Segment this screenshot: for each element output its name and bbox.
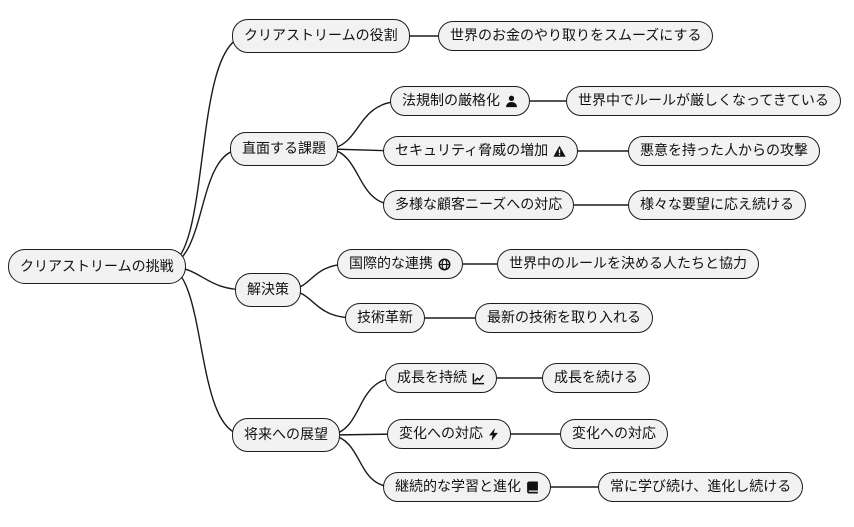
node-label: 世界のお金のやり取りをスムーズにする xyxy=(450,28,702,44)
node-innovation-desc: 最新の技術を取り入れる xyxy=(475,303,653,333)
node-learning: 継続的な学習と進化 xyxy=(383,472,551,502)
node-learning-desc: 常に学び続け、進化し続ける xyxy=(598,472,804,502)
bolt-icon xyxy=(488,427,499,441)
edge-future-growth xyxy=(331,377,397,436)
node-label: 悪意を持った人からの攻撃 xyxy=(640,143,808,159)
node-international-desc: 世界中のルールを決める人たちと協力 xyxy=(497,249,759,279)
node-root: クリアストリームの挑戦 xyxy=(8,249,186,284)
node-label: 常に学び続け、進化し続ける xyxy=(610,479,792,495)
node-label: クリアストリームの役割 xyxy=(244,28,398,44)
edge-root-future xyxy=(167,265,245,436)
globe-icon xyxy=(438,258,451,271)
node-growth: 成長を持続 xyxy=(385,363,497,393)
node-regulation-desc: 世界中でルールが厳しくなってきている xyxy=(566,86,841,116)
node-label: 国際的な連携 xyxy=(349,256,433,272)
user-icon xyxy=(505,95,518,108)
node-label: 成長を持続 xyxy=(397,370,467,386)
node-international: 国際的な連携 xyxy=(337,249,463,279)
node-label: 変化への対応 xyxy=(572,426,656,442)
node-role: クリアストリームの役割 xyxy=(232,19,410,53)
edge-root-challenges xyxy=(167,148,243,267)
node-security-desc: 悪意を持った人からの攻撃 xyxy=(628,136,820,166)
node-label: 多様な顧客ニーズへの対応 xyxy=(395,197,563,213)
node-label: 継続的な学習と進化 xyxy=(395,479,521,495)
node-label: 成長を続ける xyxy=(554,370,638,386)
node-customer-needs: 多様な顧客ニーズへの対応 xyxy=(383,190,575,220)
node-label: 将来への展望 xyxy=(244,427,328,443)
node-role-desc: 世界のお金のやり取りをスムーズにする xyxy=(438,21,714,51)
node-label: 解決策 xyxy=(247,282,289,298)
node-label: 法規制の厳格化 xyxy=(402,93,500,109)
node-label: クリアストリームの挑戦 xyxy=(20,258,174,275)
node-label: 世界中でルールが厳しくなってきている xyxy=(578,93,829,109)
node-future: 将来への展望 xyxy=(232,418,340,452)
warning-icon xyxy=(553,145,566,158)
node-solutions: 解決策 xyxy=(235,273,301,307)
node-label: 世界中のルールを決める人たちと協力 xyxy=(509,256,747,272)
node-challenges: 直面する課題 xyxy=(230,132,338,166)
node-change-desc: 変化への対応 xyxy=(560,419,668,449)
edge-root-role xyxy=(167,35,246,267)
book-icon xyxy=(526,480,539,494)
node-customer-needs-desc: 様々な要望に応え続ける xyxy=(628,190,806,220)
edge-challenges-reg xyxy=(329,100,403,150)
node-growth-desc: 成長を続ける xyxy=(542,363,650,393)
node-label: 様々な要望に応え続ける xyxy=(640,197,794,213)
node-label: 直面する課題 xyxy=(242,141,326,157)
node-label: 技術革新 xyxy=(357,310,413,326)
node-label: 最新の技術を取り入れる xyxy=(487,310,641,326)
node-label: 変化への対応 xyxy=(399,426,483,442)
node-change: 変化への対応 xyxy=(387,419,511,449)
node-label: セキュリティ脅威の増加 xyxy=(395,143,549,159)
node-regulation: 法規制の厳格化 xyxy=(390,86,530,116)
chart-line-icon xyxy=(472,372,485,385)
node-innovation: 技術革新 xyxy=(345,303,425,333)
node-security: セキュリティ脅威の増加 xyxy=(383,136,579,166)
